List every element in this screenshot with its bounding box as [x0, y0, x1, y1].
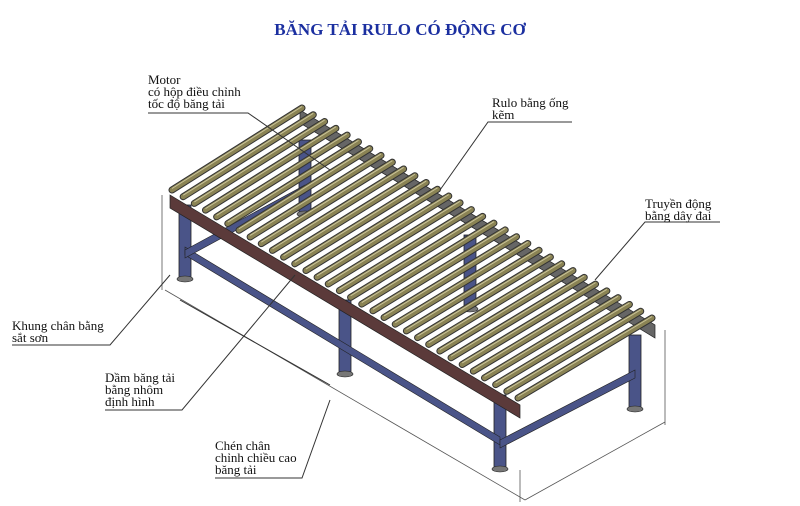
roller [269, 166, 407, 253]
roller-highlight [372, 228, 506, 310]
roller [325, 200, 463, 287]
label-line: Dầm băng tải [105, 370, 176, 385]
roller-highlight [339, 207, 472, 290]
roller [292, 180, 429, 267]
label-line: Khung chân bằng [12, 318, 104, 333]
label-roller: Rulo bằng ống kẽm [492, 95, 569, 122]
label-line: bằng dây đai [645, 208, 712, 223]
label-line: Motor [148, 72, 181, 87]
roller [214, 132, 350, 220]
label-line: định hình [105, 394, 155, 409]
roller [403, 247, 542, 334]
roller-highlight [294, 180, 427, 263]
roller [448, 274, 587, 361]
roller-highlight [394, 241, 529, 324]
label-line: Rulo bằng ống [492, 95, 569, 110]
roller-highlight [305, 187, 438, 270]
roller-highlight [428, 261, 562, 344]
label-line: bằng nhôm [105, 382, 164, 397]
roller [348, 213, 486, 300]
roller-highlight [417, 255, 551, 337]
leveling-foot [336, 370, 354, 378]
roller [504, 308, 644, 394]
roller-highlight [316, 194, 450, 277]
roller [370, 227, 508, 314]
roller-highlight [350, 214, 483, 297]
roller-highlight [506, 309, 641, 391]
diagram-title: BĂNG TẢI RULO CÓ ĐỘNG CƠ [274, 20, 526, 39]
roller [247, 152, 384, 240]
leveling-foot [626, 405, 644, 413]
label-line: chỉnh chiều cao [215, 450, 297, 465]
roller-highlight [272, 167, 404, 250]
label-line: sắt sơn [12, 330, 49, 345]
roller [437, 268, 576, 354]
roller-highlight [261, 160, 393, 243]
roller [415, 254, 553, 341]
cross-brace [499, 369, 636, 449]
roller [426, 261, 565, 347]
roller-highlight [249, 153, 382, 236]
roller-highlight [227, 139, 359, 223]
roller [470, 288, 610, 374]
roller [392, 240, 531, 327]
roller [314, 193, 452, 280]
roller-highlight [517, 316, 653, 397]
leader-lines [12, 112, 720, 479]
label-line: tốc độ băng tải [148, 96, 225, 111]
roller-highlight [383, 234, 517, 317]
roller-highlight [461, 282, 596, 364]
label-line: Truyền động [645, 196, 712, 211]
roller-highlight [171, 106, 303, 189]
label-line: có hộp điều chỉnh [148, 84, 241, 99]
roller-highlight [495, 302, 630, 384]
side-beam-front [169, 194, 521, 419]
roller-highlight [205, 126, 337, 210]
roller [225, 139, 361, 227]
label-beam: Dầm băng tải bằng nhôm định hình [105, 370, 176, 409]
roller [191, 119, 328, 206]
roller-highlight [238, 146, 371, 230]
roller [459, 281, 599, 367]
roller [180, 112, 316, 200]
roller-highlight [484, 295, 619, 377]
roller [515, 315, 655, 401]
roller [303, 186, 440, 274]
roller-set [168, 104, 656, 402]
roller [359, 220, 497, 307]
roller [169, 105, 305, 193]
dimension-lines [161, 195, 666, 502]
roller-highlight [406, 248, 540, 330]
label-motor: Motor có hộp điều chỉnh tốc độ băng tải [148, 72, 241, 111]
roller [482, 295, 621, 381]
roller-highlight [473, 288, 608, 371]
leveling-foot [491, 465, 509, 473]
label-drive: Truyền động bằng dây đai [645, 196, 712, 223]
roller-highlight [194, 119, 325, 203]
roller-highlight [327, 200, 461, 283]
label-line: Chén chân [215, 438, 271, 453]
roller [258, 159, 395, 247]
roller [236, 146, 373, 233]
label-frame: Khung chân bằng sắt sơn [12, 318, 104, 345]
roller [381, 234, 520, 320]
roller-highlight [450, 275, 585, 357]
roller-highlight [283, 173, 416, 257]
roller-highlight [182, 112, 314, 196]
roller-highlight [439, 268, 574, 350]
label-foot: Chén chân chỉnh chiều cao băng tải [215, 438, 297, 477]
label-line: kẽm [492, 107, 515, 122]
leveling-foot [176, 275, 194, 283]
roller [493, 301, 632, 388]
label-line: băng tải [215, 462, 257, 477]
roller [202, 125, 339, 213]
roller-highlight [216, 133, 348, 216]
roller-highlight [361, 221, 495, 303]
roller [281, 173, 418, 260]
roller [336, 207, 474, 294]
